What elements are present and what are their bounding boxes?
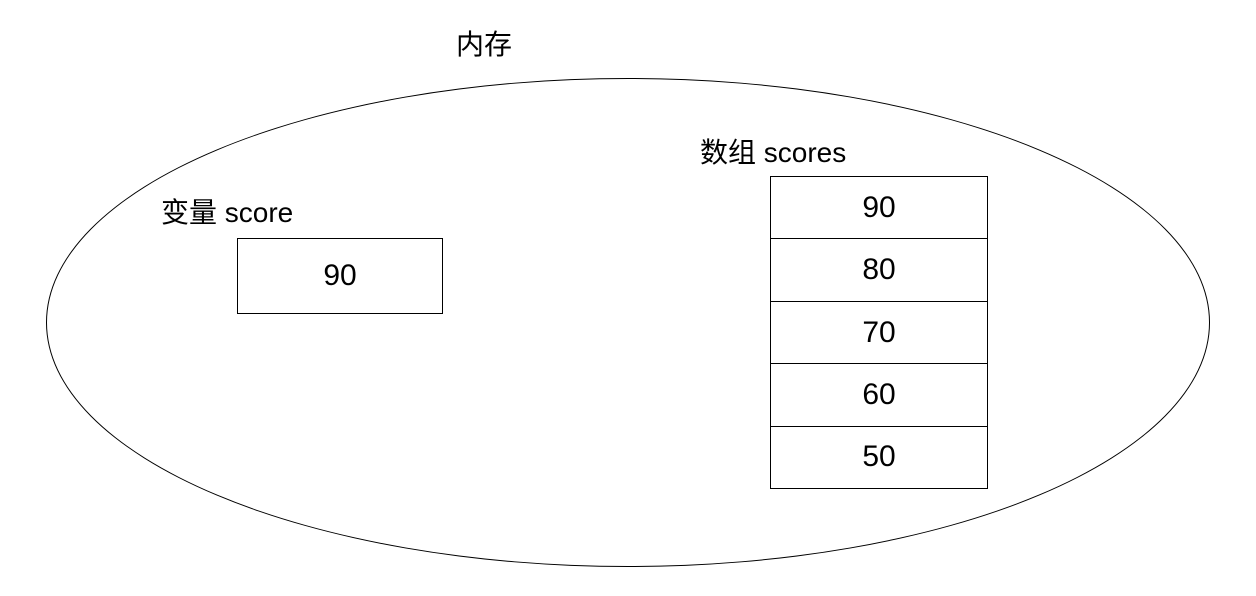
array-cell: 50 [862,440,896,474]
array-cell: 90 [771,177,987,240]
array-cell: 70 [771,302,987,365]
memory-ellipse [46,78,1210,567]
diagram-title: 内存 [456,29,513,60]
variable-label: 变量 score [161,197,294,228]
array-cell: 60 [771,364,987,427]
array-label: 数组 scores [700,137,847,168]
variable-box: 90 [237,238,443,314]
array-cell: 80 [771,239,987,302]
array-box: 90 80 70 60 50 [770,176,988,489]
variable-value: 90 [323,259,357,292]
